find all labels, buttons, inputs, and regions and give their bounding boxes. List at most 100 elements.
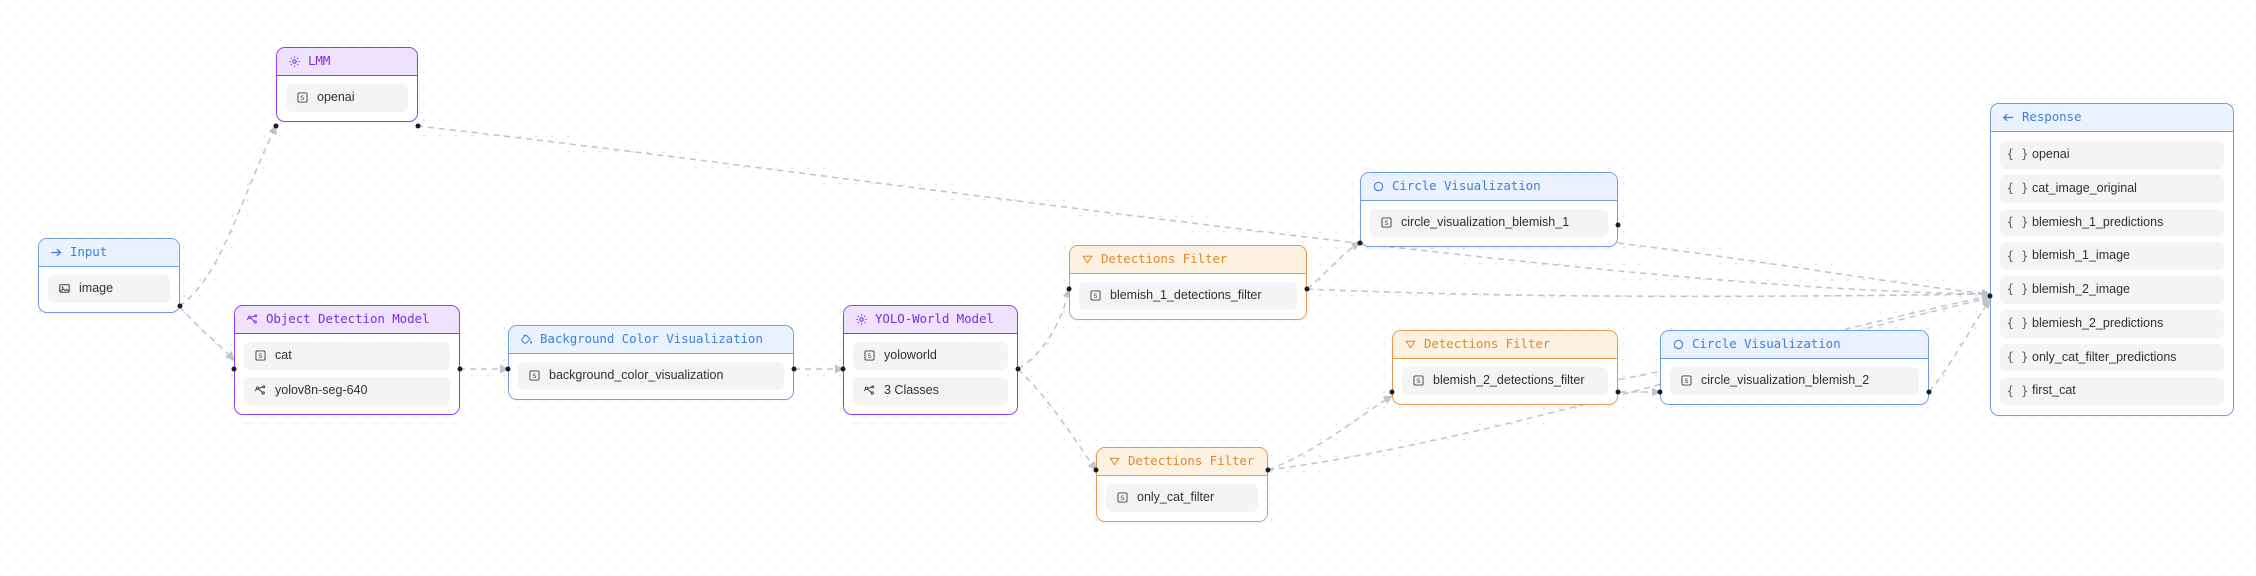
edge-circle2-to-response [1928,299,1991,393]
string-icon: S [296,91,309,104]
node-yolo-world-body: S yoloworld 3 Classes [844,334,1017,414]
svg-text:S: S [1093,293,1097,301]
node-circle-blemish-1-header: Circle Visualization [1361,173,1617,201]
field-openai[interactable]: S openai [286,84,408,112]
string-icon: S [1116,491,1129,504]
node-circle-blemish-2-title: Circle Visualization [1692,336,1841,352]
node-object-detection-header: Object Detection Model [235,306,459,334]
port-lmm-in[interactable] [273,123,279,129]
port-filter-blemish-1-out[interactable] [1304,286,1310,292]
braces-icon: { } [2006,181,2029,196]
response-entry[interactable]: { }blemish_1_image [2000,242,2224,270]
node-filter-only-cat-header: Detections Filter [1097,448,1267,476]
port-filter-blemish-2-in[interactable] [1389,389,1395,395]
port-filter-blemish-2-out[interactable] [1615,389,1621,395]
node-circle-blemish-2-header: Circle Visualization [1661,331,1928,359]
field-only-cat-filter[interactable]: S only_cat_filter [1106,484,1258,512]
response-entry[interactable]: { }blemiesh_2_predictions [2000,309,2224,338]
field-background-color-visualization[interactable]: S background_color_visualization [518,362,784,390]
response-entry-label: first_cat [2032,383,2076,398]
field-classes-label: 3 Classes [884,382,939,397]
field-yoloworld[interactable]: S yoloworld [853,342,1008,370]
field-cat-label: cat [275,348,292,362]
string-icon: S [1412,374,1425,387]
braces-icon: { } [2006,282,2029,297]
field-blemish-1-detections-filter-label: blemish_1_detections_filter [1110,288,1262,302]
port-background-color-out[interactable] [791,366,797,372]
node-object-detection-body: S cat yolov8n-seg-640 [235,334,459,414]
field-blemish-1-detections-filter[interactable]: S blemish_1_detections_filter [1079,282,1297,310]
port-circle-blemish-2-in[interactable] [1657,389,1663,395]
response-entry-label: cat_image_original [2032,180,2137,195]
node-input[interactable]: Input image [38,238,180,313]
field-classes[interactable]: 3 Classes [853,376,1008,405]
response-entry[interactable]: { }blemiesh_1_predictions [2000,208,2224,237]
port-filter-blemish-1-in[interactable] [1066,286,1072,292]
field-circle-visualization-blemish-1[interactable]: S circle_visualization_blemish_1 [1370,209,1608,237]
port-object-detection-in[interactable] [231,366,237,372]
response-entry-label: blemiesh_1_predictions [2032,214,2164,229]
svg-text:S: S [300,95,304,103]
node-yolo-world-model[interactable]: YOLO-World Model S yoloworld [843,305,1018,415]
node-filter-blemish-2-title: Detections Filter [1424,336,1551,352]
string-icon: S [1089,289,1102,302]
node-lmm[interactable]: LMM S openai [276,47,418,122]
node-detections-filter-blemish-1[interactable]: Detections Filter S blemish_1_detections… [1069,245,1307,320]
node-detections-filter-blemish-2[interactable]: Detections Filter S blemish_2_detections… [1392,330,1618,405]
field-image-label: image [79,281,114,295]
filter-icon [1108,455,1121,468]
braces-icon: { } [2006,349,2029,364]
field-yolov8n-model[interactable]: yolov8n-seg-640 [244,376,450,405]
field-only-cat-filter-label: only_cat_filter [1137,490,1215,504]
svg-text:S: S [532,373,536,381]
port-yolo-world-out[interactable] [1015,366,1021,372]
string-icon: S [1680,374,1693,387]
model-graph-icon [254,384,267,397]
field-yoloworld-label: yoloworld [884,348,937,362]
field-circle-visualization-blemish-2[interactable]: S circle_visualization_blemish_2 [1670,367,1919,395]
response-entry-label: blemish_2_image [2032,282,2130,296]
response-entry[interactable]: { }openai [2000,141,2224,169]
port-response-in[interactable] [1987,293,1993,299]
response-entry-label: openai [2032,147,2070,161]
port-filter-only-cat-in[interactable] [1093,467,1099,473]
port-lmm-out[interactable] [415,123,421,129]
node-lmm-body: S openai [277,76,417,121]
response-entry-label: blemiesh_2_predictions [2032,315,2164,330]
string-icon: S [254,349,267,362]
port-circle-blemish-1-out[interactable] [1615,222,1621,228]
port-background-color-in[interactable] [505,366,511,372]
field-blemish-2-detections-filter-label: blemish_2_detections_filter [1433,373,1585,387]
field-image[interactable]: image [48,275,170,303]
port-object-detection-out[interactable] [457,366,463,372]
response-entry[interactable]: { }cat_image_original [2000,174,2224,203]
node-response-header: Response [1991,104,2233,132]
edge-onlycat-to-filter2 [1267,395,1393,471]
node-circle-visualization-blemish-2[interactable]: Circle Visualization S circle_visualizat… [1660,330,1929,405]
node-lmm-title: LMM [308,53,331,69]
response-entry[interactable]: { }blemish_2_image [2000,276,2224,304]
port-filter-only-cat-out[interactable] [1265,467,1271,473]
filter-icon [1081,253,1094,266]
field-yolov8n-label: yolov8n-seg-640 [275,382,368,397]
response-entry[interactable]: { }first_cat [2000,377,2224,405]
node-detections-filter-only-cat[interactable]: Detections Filter S only_cat_filter [1096,447,1268,522]
node-filter-only-cat-body: S only_cat_filter [1097,476,1267,521]
node-response-panel[interactable]: Response { }openai{ }cat_image_original{… [1990,103,2234,416]
port-yolo-world-in[interactable] [840,366,846,372]
node-filter-blemish-2-body: S blemish_2_detections_filter [1393,359,1617,404]
port-circle-blemish-2-out[interactable] [1926,389,1932,395]
node-circle-visualization-blemish-1[interactable]: Circle Visualization S circle_visualizat… [1360,172,1618,247]
node-object-detection-model[interactable]: Object Detection Model S cat [234,305,460,415]
field-blemish-2-detections-filter[interactable]: S blemish_2_detections_filter [1402,367,1608,395]
node-background-color-visualization[interactable]: Background Color Visualization S backgro… [508,325,794,400]
node-filter-blemish-1-title: Detections Filter [1101,251,1228,267]
node-filter-blemish-2-header: Detections Filter [1393,331,1617,359]
edge-input-to-object-detection [178,305,235,361]
port-input-out[interactable] [177,303,183,309]
arrow-left-icon [2002,111,2015,124]
field-cat[interactable]: S cat [244,342,450,370]
response-entry[interactable]: { }only_cat_filter_predictions [2000,343,2224,372]
port-circle-blemish-1-in[interactable] [1357,240,1363,246]
